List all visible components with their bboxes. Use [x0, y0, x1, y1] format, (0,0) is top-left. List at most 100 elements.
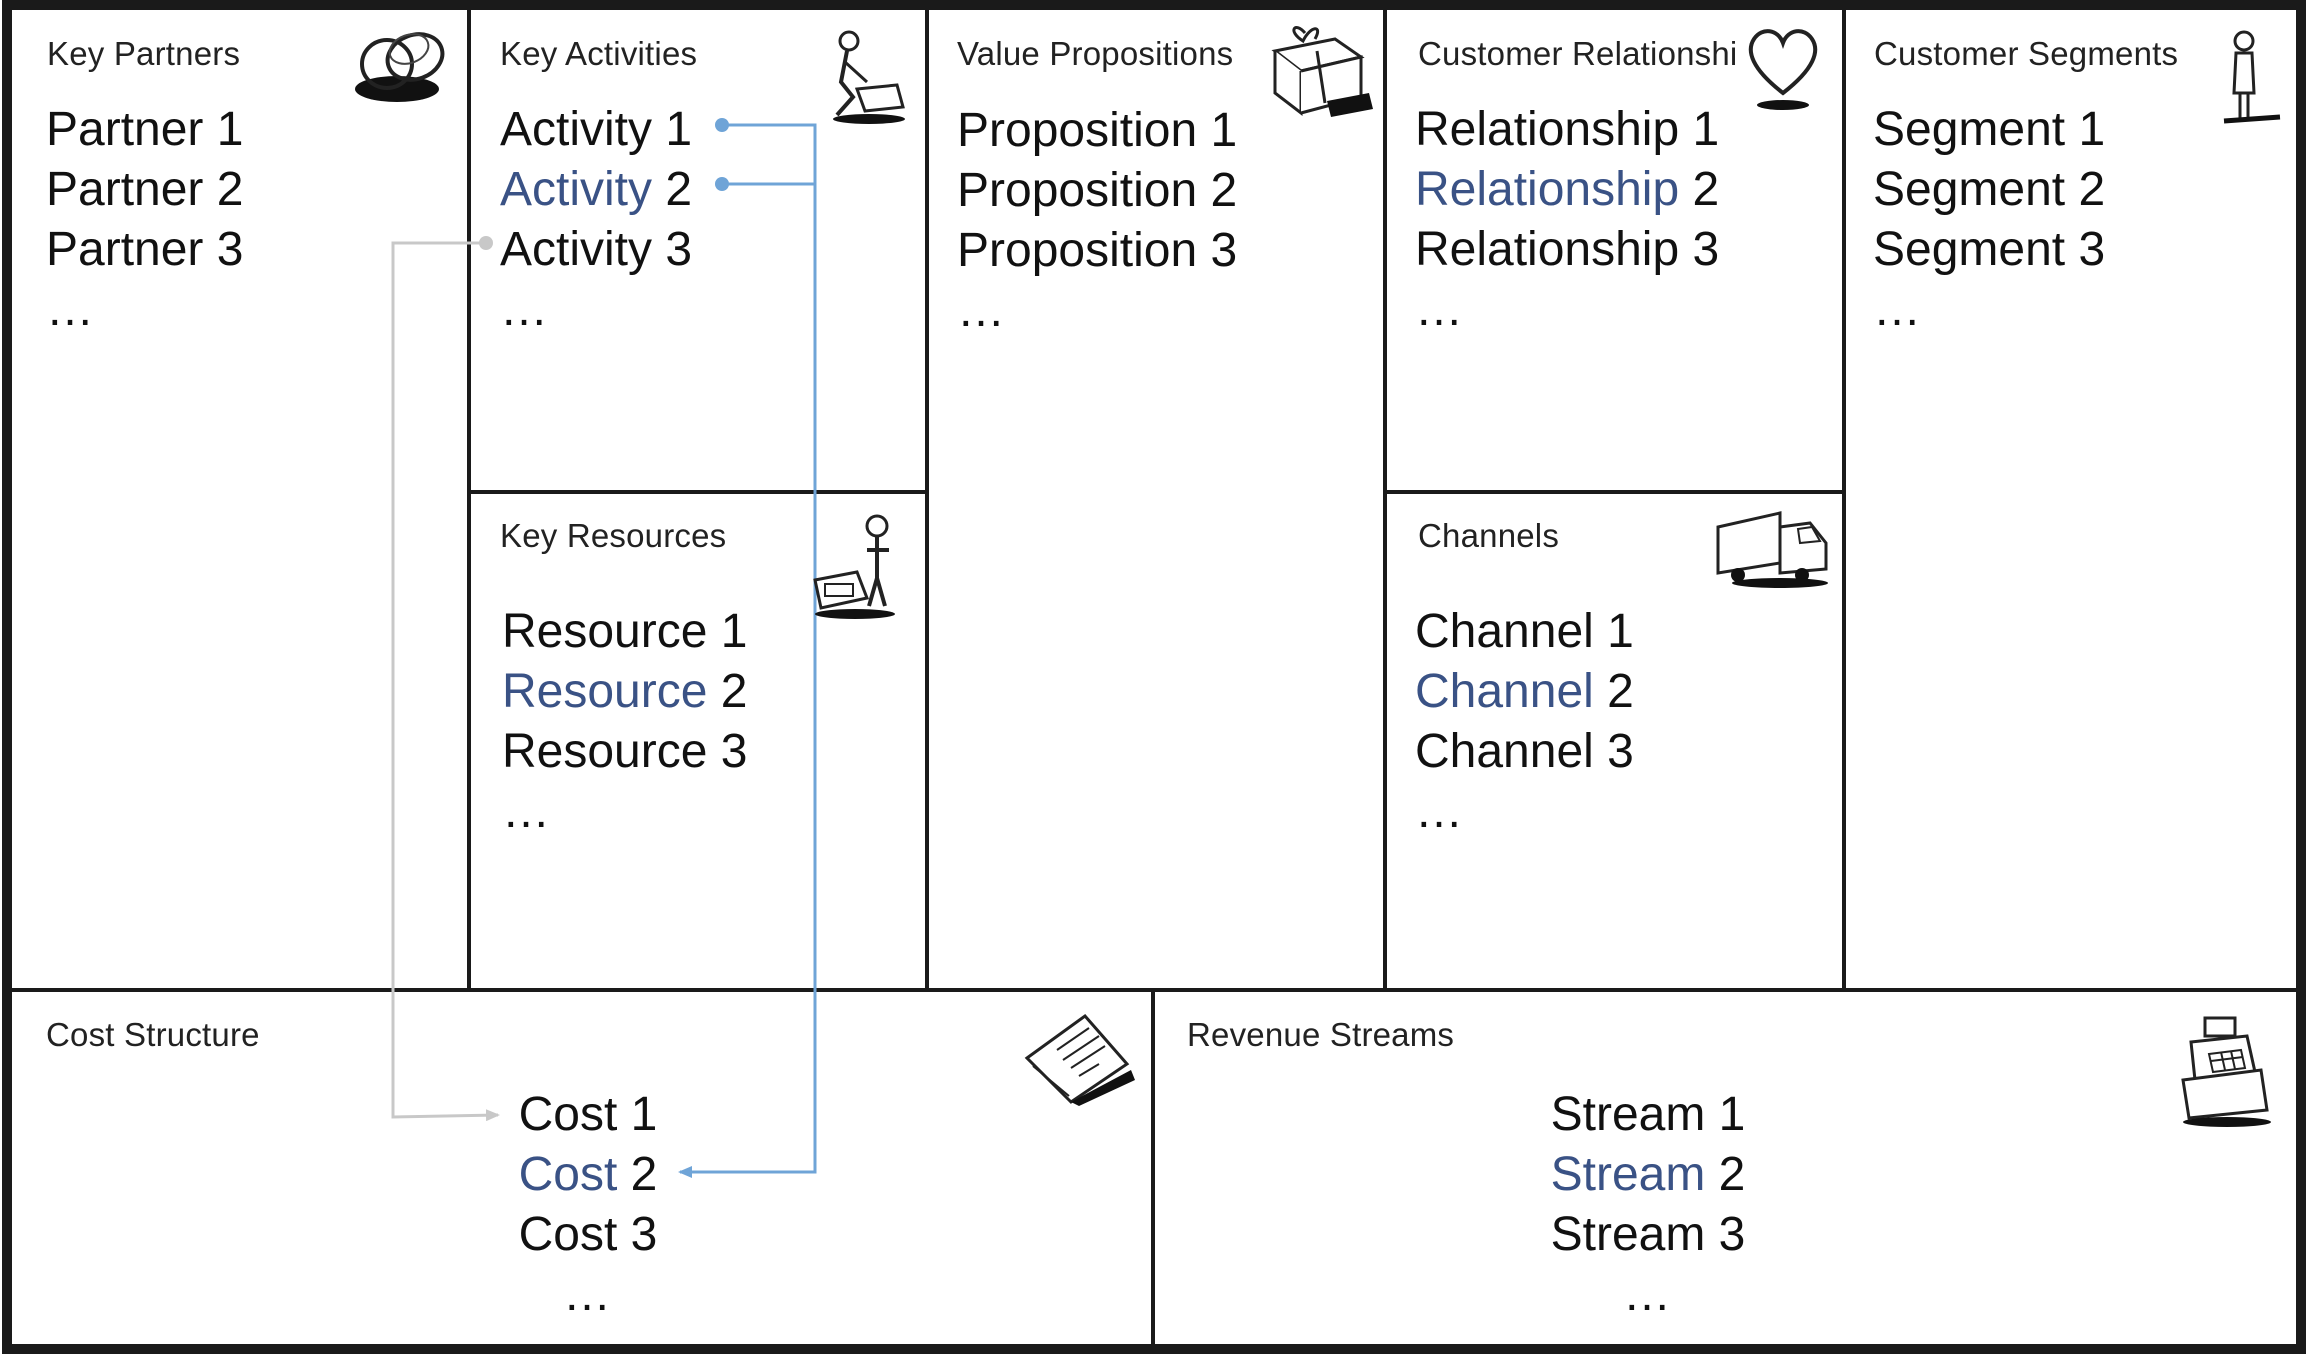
- list-item: Stream 2: [1503, 1145, 1793, 1205]
- item-word: Relationship: [1415, 103, 1680, 156]
- list-item: Activity 1: [500, 100, 692, 160]
- connector-activity1-cost2: [678, 118, 817, 1178]
- receipt-icon: [1024, 1013, 1135, 1106]
- item-number: 3: [720, 725, 748, 778]
- item-number: 1: [1692, 103, 1720, 156]
- gift-box-icon: [1271, 26, 1373, 117]
- list-item: Cost 1: [448, 1085, 728, 1145]
- item-number: 3: [1692, 223, 1720, 276]
- list-ellipsis: …: [957, 284, 1007, 337]
- item-number: 2: [720, 665, 748, 718]
- cost-structure-heading: Cost Structure: [46, 1016, 260, 1053]
- list-ellipsis: …: [46, 283, 96, 336]
- connector-activity3-cost1: [391, 236, 500, 1122]
- item-word: Cost: [518, 1088, 618, 1141]
- cost-structure-block: Cost Structure Cost 1 Cost 2 Cost 3 …: [7, 990, 1153, 1349]
- item-word: Relationship: [1415, 223, 1680, 276]
- key-resources-heading: Key Resources: [500, 517, 727, 554]
- list-item: Activity 2: [500, 160, 692, 220]
- list-item: Proposition 3: [957, 224, 1238, 277]
- key-activities-block: Key Activities Activity 1 Activity 2 Act…: [469, 5, 927, 492]
- list-ellipsis: …: [500, 283, 550, 336]
- customer-segments-block: Customer Segments Segment 1 Segment 2 Se…: [1844, 5, 2301, 990]
- item-number: 3: [665, 223, 693, 276]
- key-resources-block: Key Resources Resource 1 Resource 2 Reso…: [469, 492, 927, 990]
- list-item: Proposition 1: [957, 104, 1238, 157]
- list-item: Channel 1: [1415, 602, 1634, 662]
- list-item: Partner 1: [46, 103, 244, 156]
- item-word: Channel: [1415, 605, 1594, 658]
- channels-block: Channels Channel 1 Channel 2 Channel 3 …: [1385, 492, 1844, 990]
- customer-segments-list: Segment 1 Segment 2 Segment 3 …: [1873, 100, 2105, 340]
- revenue-streams-heading: Revenue Streams: [1187, 1016, 1455, 1053]
- revenue-streams-block: Revenue Streams Stream 1 Stream 2 Stream…: [1153, 990, 2301, 1349]
- delivery-truck-icon: [1716, 511, 1828, 588]
- list-ellipsis: …: [1415, 785, 1465, 838]
- item-word-highlighted: Cost: [518, 1148, 618, 1201]
- key-activities-heading: Key Activities: [500, 35, 698, 72]
- list-item: Activity 3: [500, 220, 692, 280]
- item-number: 2: [1607, 665, 1634, 718]
- cost-structure-list: Cost 1 Cost 2 Cost 3 …: [448, 1085, 728, 1325]
- list-item: Proposition 2: [957, 164, 1238, 217]
- list-item: Relationship 2: [1415, 160, 1719, 220]
- list-item: Relationship 3: [1415, 220, 1719, 280]
- value-propositions-heading: Value Propositions: [957, 35, 1234, 72]
- list-ellipsis: …: [1623, 1268, 1673, 1321]
- value-propositions-list: Proposition 1 Proposition 2 Proposition …: [957, 101, 1237, 341]
- key-partners-list: Partner 1 Partner 2 Partner 3 …: [46, 100, 243, 340]
- item-word: Cost: [518, 1208, 618, 1261]
- item-number: 1: [720, 605, 748, 658]
- customer-relationships-list: Relationship 1 Relationship 2 Relationsh…: [1415, 100, 1719, 340]
- item-number: 3: [1607, 725, 1634, 778]
- item-word: Stream: [1550, 1088, 1706, 1141]
- standing-person-icon: [2223, 30, 2281, 124]
- item-word-highlighted: Resource: [502, 665, 708, 718]
- list-item: Cost 3: [448, 1205, 728, 1265]
- cash-register-icon: [2181, 1016, 2271, 1127]
- item-number: 1: [665, 103, 693, 156]
- heart-icon: [1748, 29, 1818, 110]
- list-item: Resource 3: [502, 722, 747, 782]
- list-item: Segment 3: [1873, 223, 2106, 276]
- item-word-highlighted: Channel: [1415, 665, 1594, 718]
- item-number: 3: [1718, 1208, 1746, 1261]
- list-item: Segment 2: [1873, 163, 2106, 216]
- list-ellipsis: …: [502, 785, 552, 838]
- revenue-streams-list: Stream 1 Stream 2 Stream 3 …: [1503, 1085, 1793, 1325]
- channels-list: Channel 1 Channel 2 Channel 3 …: [1415, 602, 1634, 842]
- item-number: 1: [630, 1088, 658, 1141]
- item-number: 2: [1718, 1148, 1746, 1201]
- item-number: 1: [1718, 1088, 1746, 1141]
- list-item: Stream 1: [1503, 1085, 1793, 1145]
- list-item: Partner 3: [46, 223, 244, 276]
- list-item: Resource 2: [502, 662, 747, 722]
- item-word-highlighted: Stream: [1550, 1148, 1706, 1201]
- list-item: Resource 1: [502, 602, 747, 662]
- item-word-highlighted: Relationship: [1415, 163, 1680, 216]
- list-ellipsis: …: [563, 1268, 613, 1321]
- item-number: 2: [665, 163, 693, 216]
- item-word: Resource: [502, 605, 708, 658]
- item-word: Resource: [502, 725, 708, 778]
- item-word: Activity: [500, 223, 653, 276]
- list-item: Cost 2: [448, 1145, 728, 1205]
- item-word-highlighted: Activity: [500, 163, 653, 216]
- list-item: Stream 3: [1503, 1205, 1793, 1265]
- list-item: Relationship 1: [1415, 100, 1719, 160]
- item-word: Channel: [1415, 725, 1594, 778]
- list-item: Segment 1: [1873, 103, 2106, 156]
- item-word: Stream: [1550, 1208, 1706, 1261]
- key-partners-block: Key Partners Partner 1 Partner 2 Partner…: [7, 5, 469, 990]
- list-item: Channel 3: [1415, 722, 1634, 782]
- item-word: Activity: [500, 103, 653, 156]
- list-item: Channel 2: [1415, 662, 1634, 722]
- value-propositions-block: Value Propositions Proposition 1 Proposi…: [927, 5, 1385, 990]
- list-item: Partner 2: [46, 163, 244, 216]
- connector-activity2-cost2: [715, 177, 815, 191]
- worker-icon: [833, 30, 905, 124]
- customer-relationships-block: Customer Relationshi Relationship 1 Rela…: [1385, 5, 1844, 492]
- channels-heading: Channels: [1418, 517, 1560, 554]
